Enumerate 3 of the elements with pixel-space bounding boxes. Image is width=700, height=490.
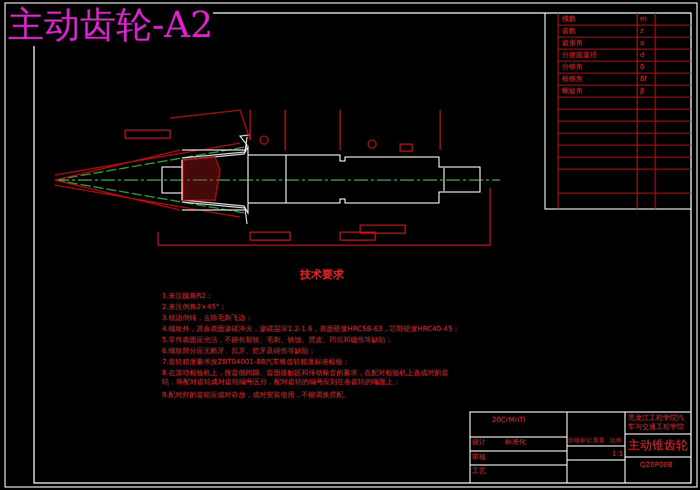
section-heading: 技术要求 — [300, 268, 344, 281]
part-name: 主动锥齿轮 — [628, 438, 688, 452]
drawing-title: 主动齿轮-A2 — [8, 6, 214, 46]
